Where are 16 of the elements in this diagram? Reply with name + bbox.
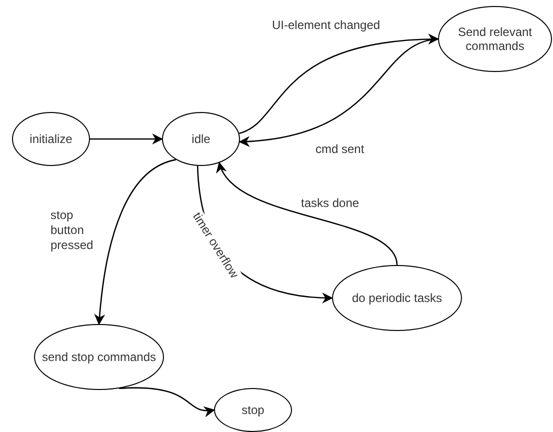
- state-name: Send relevant commands: [456, 25, 534, 53]
- transition-arrow: [218, 162, 398, 266]
- transition-arrow: [94, 159, 176, 326]
- transition-arrow: [90, 134, 164, 144]
- transition-arrow: [119, 387, 216, 417]
- state-name: stop: [240, 403, 266, 417]
- state-name: send stop commands: [40, 350, 158, 364]
- edge-label: cmd sent: [316, 142, 364, 156]
- edge-label: UI-element changed: [272, 18, 380, 32]
- transition-arrow: [238, 38, 438, 146]
- state-name: initialize: [28, 132, 74, 146]
- edge-label: tasks done: [301, 196, 360, 210]
- state-name: do periodic tasks: [350, 291, 444, 305]
- state-name: idle: [190, 132, 212, 146]
- transition-arrow: [238, 34, 440, 134]
- state-ellipse: [162, 112, 240, 166]
